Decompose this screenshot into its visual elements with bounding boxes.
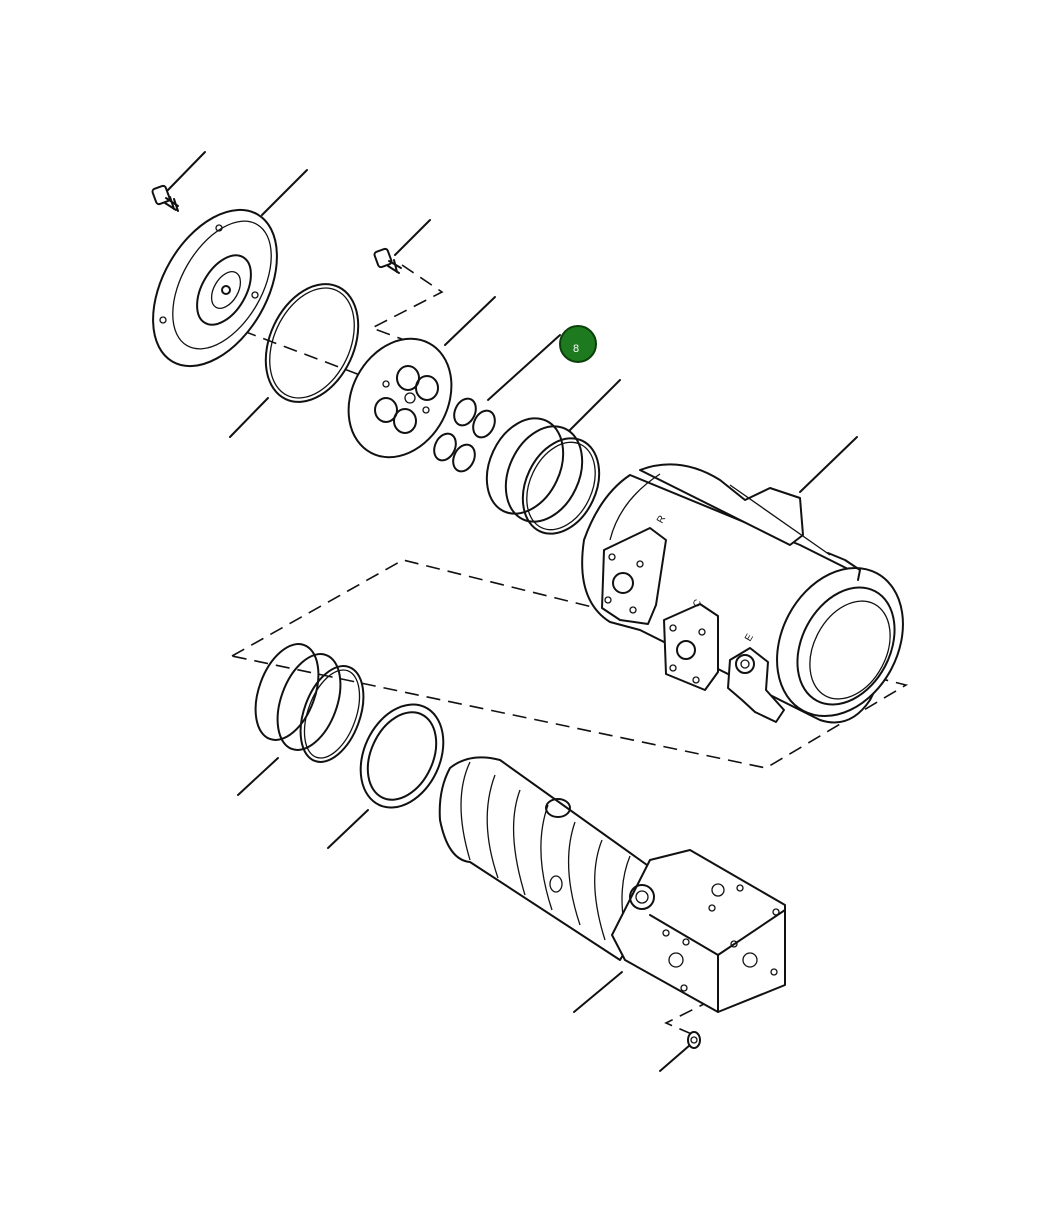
port-letter-r: R bbox=[655, 514, 668, 526]
port-letter-e: E bbox=[743, 632, 756, 644]
seal-rings-lower bbox=[254, 643, 365, 763]
seal-rings-upper bbox=[485, 417, 601, 535]
rotor-spool bbox=[438, 756, 786, 1013]
port-letter-c: C bbox=[691, 598, 704, 610]
callout-badge-label: 8 bbox=[573, 343, 579, 355]
cap-screw-middle bbox=[373, 247, 402, 274]
plug-screw bbox=[687, 1031, 701, 1049]
valve-housing: R C E bbox=[581, 463, 904, 724]
backup-ring bbox=[359, 703, 445, 809]
small-o-rings bbox=[433, 397, 496, 473]
callout-badge-8[interactable]: 8 bbox=[559, 325, 597, 363]
end-cover-plate bbox=[152, 208, 278, 368]
leader-lines bbox=[167, 151, 858, 1072]
cap-screw-top bbox=[151, 184, 179, 212]
port-plate bbox=[347, 337, 453, 459]
o-ring-large bbox=[264, 283, 360, 403]
